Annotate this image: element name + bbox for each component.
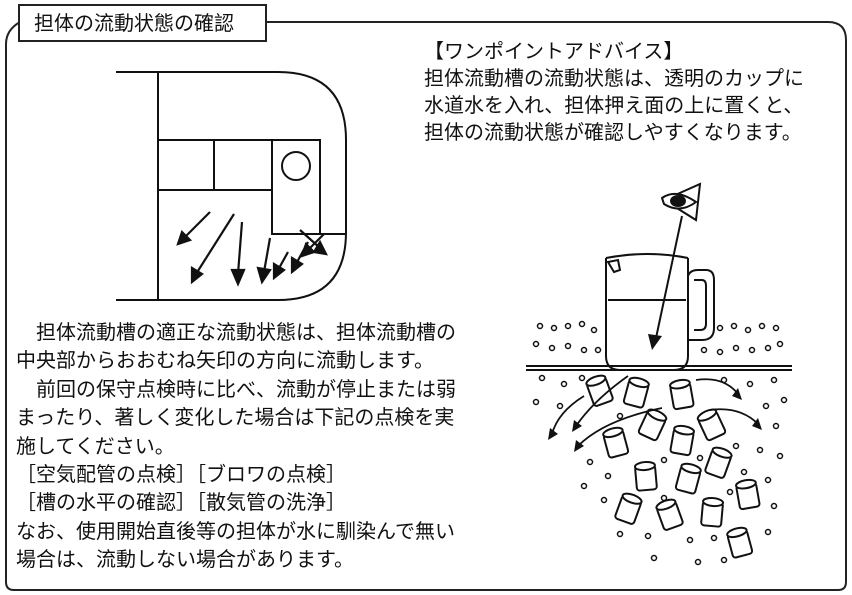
note-line-2: 場合は、流動しない場合があります。: [16, 547, 354, 572]
bubbles: [532, 374, 788, 566]
para1-line-1: 担体流動槽の適正な流動状態は、担体流動槽の: [36, 320, 456, 344]
check-items-line-2: ［槽の水平の確認］［散気管の洗浄］: [16, 490, 346, 515]
one-point-advice: 【ワンポイントアドバイス】 担体流動槽の流動状態は、透明のカップに 水道水を入れ…: [424, 38, 844, 146]
advice-line-3: 担体の流動状態が確認しやすくなります。: [424, 120, 802, 144]
eye-icon: [660, 182, 702, 222]
para2-line-3: 施してください。: [16, 433, 175, 458]
media-carriers: [585, 374, 761, 559]
section-title: 担体の流動状態の確認: [18, 4, 267, 42]
check-items-line-1: ［空気配管の点検］［ブロワの点検］: [16, 462, 346, 487]
flow-curves: [551, 375, 759, 447]
para1-line-2: 中央部からおおむね矢印の方向に流動します。: [16, 348, 434, 373]
advice-heading: 【ワンポイントアドバイス】: [424, 39, 684, 63]
note-line-1: なお、使用開始直後等の担体が水に馴染んで無い: [16, 518, 455, 543]
tank-plan-view-diagram: [116, 71, 347, 301]
body-text: 担体流動槽の適正な流動状態は、担体流動槽の 中央部からおおむね矢印の方向に流動し…: [16, 318, 506, 574]
water-dots: [532, 320, 784, 356]
para2-line-1: 前回の保守点検時に比べ、流動が停止または弱: [36, 376, 456, 401]
para2-line-2: まったり、著しく変化した場合は下記の点検を実: [16, 405, 455, 430]
transparent-cup-on-media-illustration: [526, 182, 792, 566]
advice-line-1: 担体流動槽の流動状態は、透明のカップに: [424, 66, 804, 90]
advice-line-2: 水道水を入れ、担体押え面の上に置くと、: [424, 93, 804, 117]
flow-arrows: [176, 211, 328, 287]
